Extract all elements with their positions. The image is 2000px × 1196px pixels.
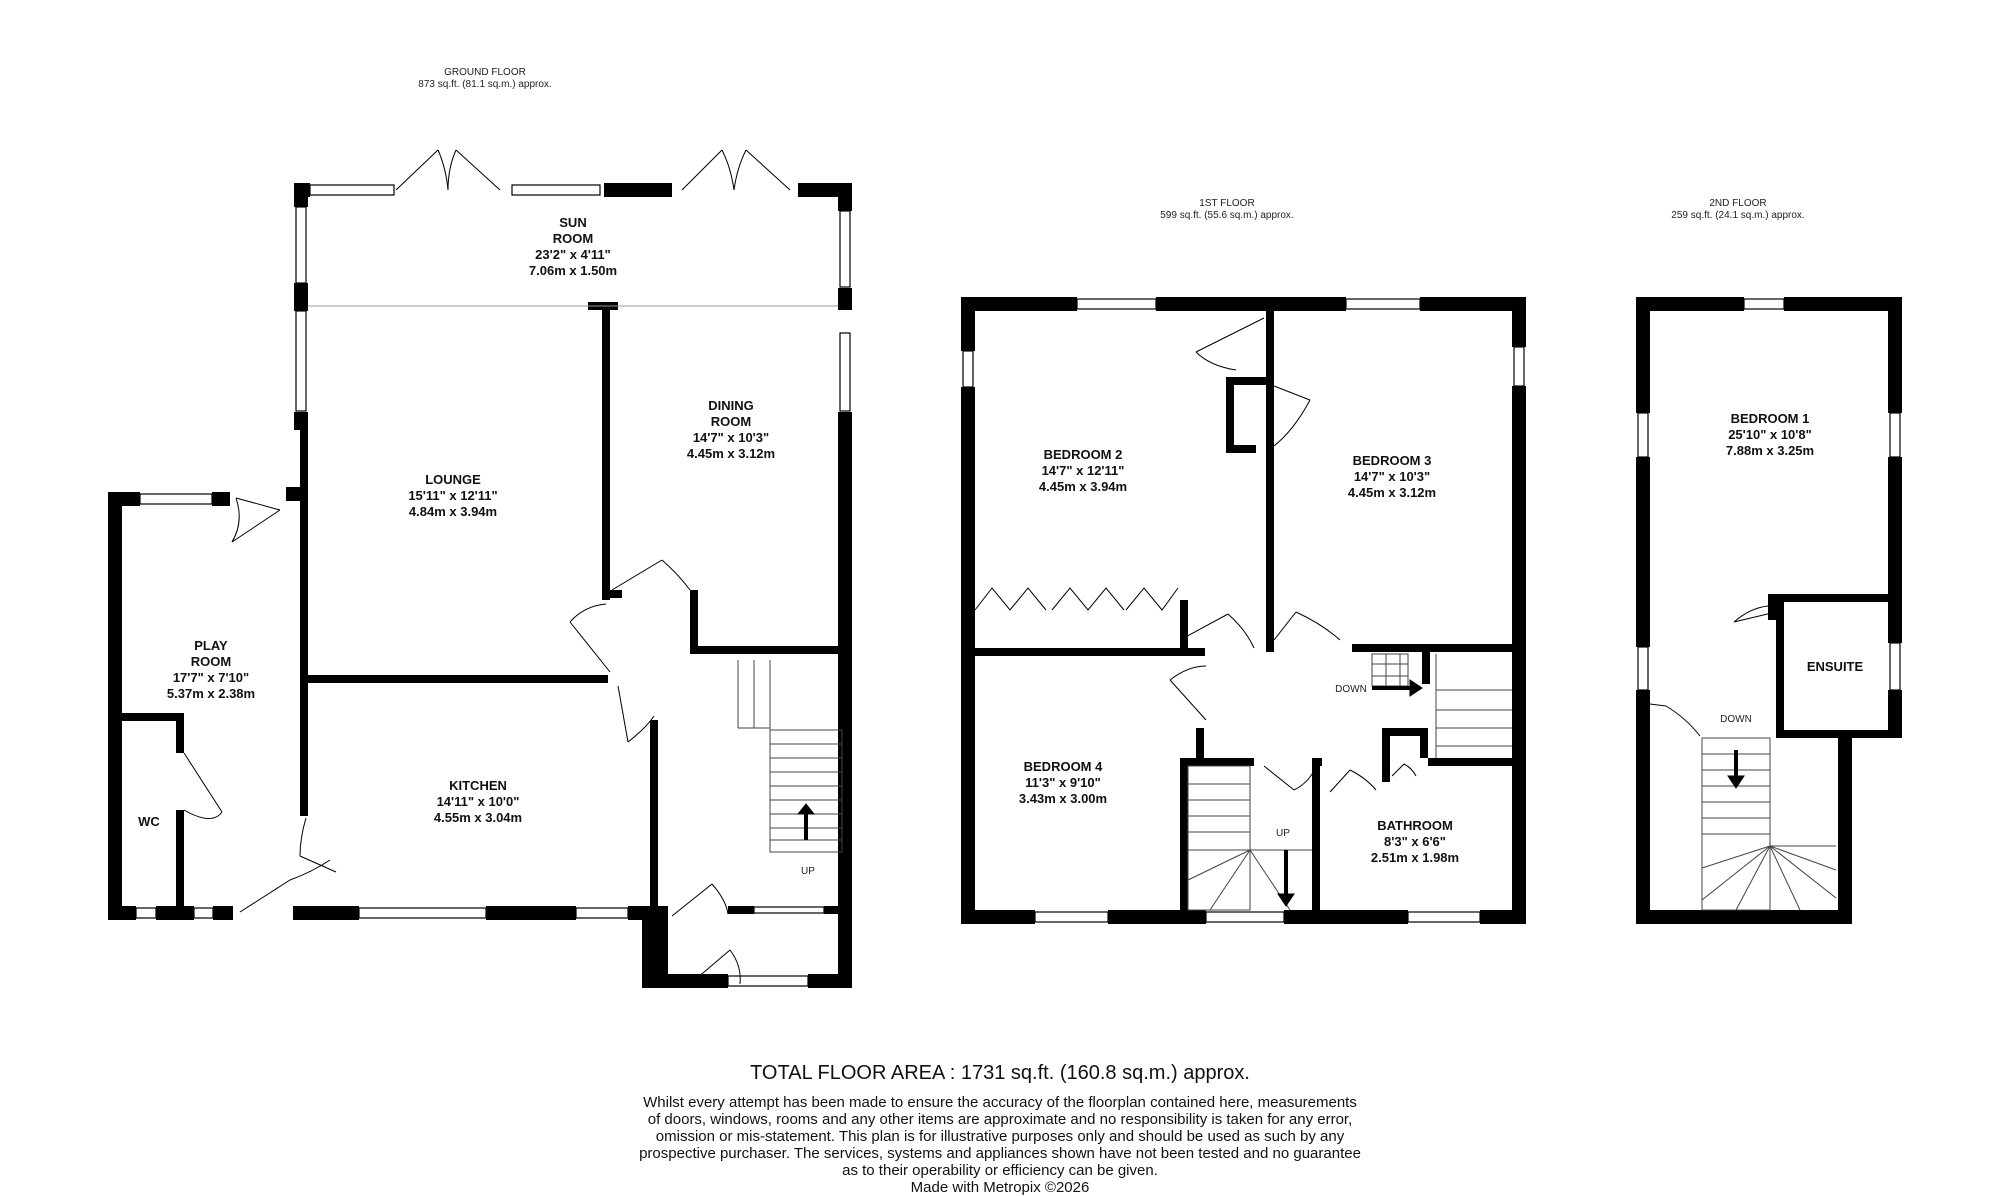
first-floor-title: 1ST FLOOR bbox=[1199, 198, 1254, 209]
dining-room-name-1: DINING bbox=[708, 398, 754, 413]
bedroom-4-name: BEDROOM 4 bbox=[1024, 759, 1104, 774]
disclaimer-line: of doors, windows, rooms and any other i… bbox=[647, 1111, 1353, 1128]
bedroom-2-name: BEDROOM 2 bbox=[1044, 447, 1123, 462]
play-room-metric: 5.37m x 2.38m bbox=[167, 686, 255, 701]
stairs-down-label-second: DOWN bbox=[1720, 714, 1752, 725]
ground-floor: GROUND FLOOR 873 sq.ft. (81.1 sq.m.) app… bbox=[108, 67, 852, 988]
play-room-name-1: PLAY bbox=[194, 638, 228, 653]
lounge-imperial: 15'11" x 12'11" bbox=[408, 488, 497, 503]
bedroom-4-metric: 3.43m x 3.00m bbox=[1019, 791, 1107, 806]
total-floor-area: TOTAL FLOOR AREA : 1731 sq.ft. (160.8 sq… bbox=[750, 1062, 1250, 1084]
second-floor-stairs bbox=[1701, 737, 1837, 911]
stairs-up-label: UP bbox=[801, 866, 815, 877]
sun-room-imperial: 23'2" x 4'11" bbox=[535, 247, 611, 262]
ground-floor-room-labels: SUN ROOM 23'2" x 4'11" 7.06m x 1.50m LOU… bbox=[138, 215, 775, 829]
sun-room-name-1: SUN bbox=[559, 215, 586, 230]
ground-floor-walls bbox=[108, 183, 852, 988]
play-room-name-2: ROOM bbox=[191, 654, 231, 669]
disclaimer-line: prospective purchaser. The services, sys… bbox=[639, 1145, 1361, 1162]
second-floor-room-labels: BEDROOM 1 25'10" x 10'8" 7.88m x 3.25m E… bbox=[1726, 411, 1864, 674]
bedroom-1-name: BEDROOM 1 bbox=[1731, 411, 1810, 426]
bathroom-metric: 2.51m x 1.98m bbox=[1371, 850, 1459, 865]
kitchen-metric: 4.55m x 3.04m bbox=[434, 810, 522, 825]
second-floor-title: 2ND FLOOR bbox=[1709, 198, 1766, 209]
disclaimer-line: omission or mis-statement. This plan is … bbox=[655, 1128, 1345, 1145]
ground-floor-area: 873 sq.ft. (81.1 sq.m.) approx. bbox=[418, 79, 551, 90]
wc-name: WC bbox=[138, 814, 160, 829]
ground-floor-title: GROUND FLOOR bbox=[444, 67, 526, 78]
bedroom-3-metric: 4.45m x 3.12m bbox=[1348, 485, 1436, 500]
sun-room-name-2: ROOM bbox=[553, 231, 593, 246]
bedroom-3-imperial: 14'7" x 10'3" bbox=[1354, 469, 1430, 484]
metropix-credit: Made with Metropix ©2026 bbox=[910, 1179, 1090, 1196]
first-floor-stairs bbox=[1187, 653, 1512, 911]
bathroom-imperial: 8'3" x 6'6" bbox=[1384, 834, 1446, 849]
second-floor-area: 259 sq.ft. (24.1 sq.m.) approx. bbox=[1671, 210, 1804, 221]
bedroom-3-name: BEDROOM 3 bbox=[1353, 453, 1432, 468]
bedroom-1-imperial: 25'10" x 10'8" bbox=[1728, 427, 1812, 442]
first-floor-doors bbox=[974, 317, 1417, 793]
stairs-down-label-first: DOWN bbox=[1335, 684, 1367, 695]
bathroom-name: BATHROOM bbox=[1377, 818, 1453, 833]
second-floor-windows bbox=[1637, 298, 1901, 691]
dining-room-metric: 4.45m x 3.12m bbox=[687, 446, 775, 461]
stairs-up-label-first: UP bbox=[1276, 828, 1290, 839]
second-floor-doors bbox=[1649, 605, 1777, 737]
bedroom-1-metric: 7.88m x 3.25m bbox=[1726, 443, 1814, 458]
bedroom-2-metric: 4.45m x 3.94m bbox=[1039, 479, 1127, 494]
first-floor-windows bbox=[962, 298, 1525, 923]
first-floor-area: 599 sq.ft. (55.6 sq.m.) approx. bbox=[1160, 210, 1293, 221]
lounge-name: LOUNGE bbox=[425, 472, 481, 487]
first-floor-room-labels: BEDROOM 2 14'7" x 12'11" 4.45m x 3.94m B… bbox=[1019, 447, 1459, 865]
kitchen-imperial: 14'11" x 10'0" bbox=[437, 794, 520, 809]
ground-floor-doors bbox=[183, 149, 838, 985]
sun-room-metric: 7.06m x 1.50m bbox=[529, 263, 617, 278]
bedroom-4-imperial: 11'3" x 9'10" bbox=[1025, 775, 1101, 790]
bedroom-2-imperial: 14'7" x 12'11" bbox=[1042, 463, 1125, 478]
dining-room-imperial: 14'7" x 10'3" bbox=[693, 430, 769, 445]
ensuite-name: ENSUITE bbox=[1807, 659, 1864, 674]
ground-floor-windows bbox=[135, 184, 851, 987]
dining-room-name-2: ROOM bbox=[711, 414, 751, 429]
kitchen-name: KITCHEN bbox=[449, 778, 507, 793]
first-floor-walls bbox=[961, 297, 1526, 924]
second-floor-walls bbox=[1636, 297, 1902, 924]
second-floor: 2ND FLOOR 259 sq.ft. (24.1 sq.m.) approx… bbox=[1636, 198, 1902, 924]
first-floor: 1ST FLOOR 599 sq.ft. (55.6 sq.m.) approx… bbox=[961, 198, 1526, 924]
ground-floor-stairs bbox=[737, 660, 843, 853]
lounge-metric: 4.84m x 3.94m bbox=[409, 504, 497, 519]
disclaimer-line: Whilst every attempt has been made to en… bbox=[643, 1094, 1357, 1111]
disclaimer: Whilst every attempt has been made to en… bbox=[0, 1094, 2000, 1196]
disclaimer-line: as to their operability or efficiency ca… bbox=[842, 1162, 1158, 1179]
play-room-imperial: 17'7" x 7'10" bbox=[173, 670, 249, 685]
